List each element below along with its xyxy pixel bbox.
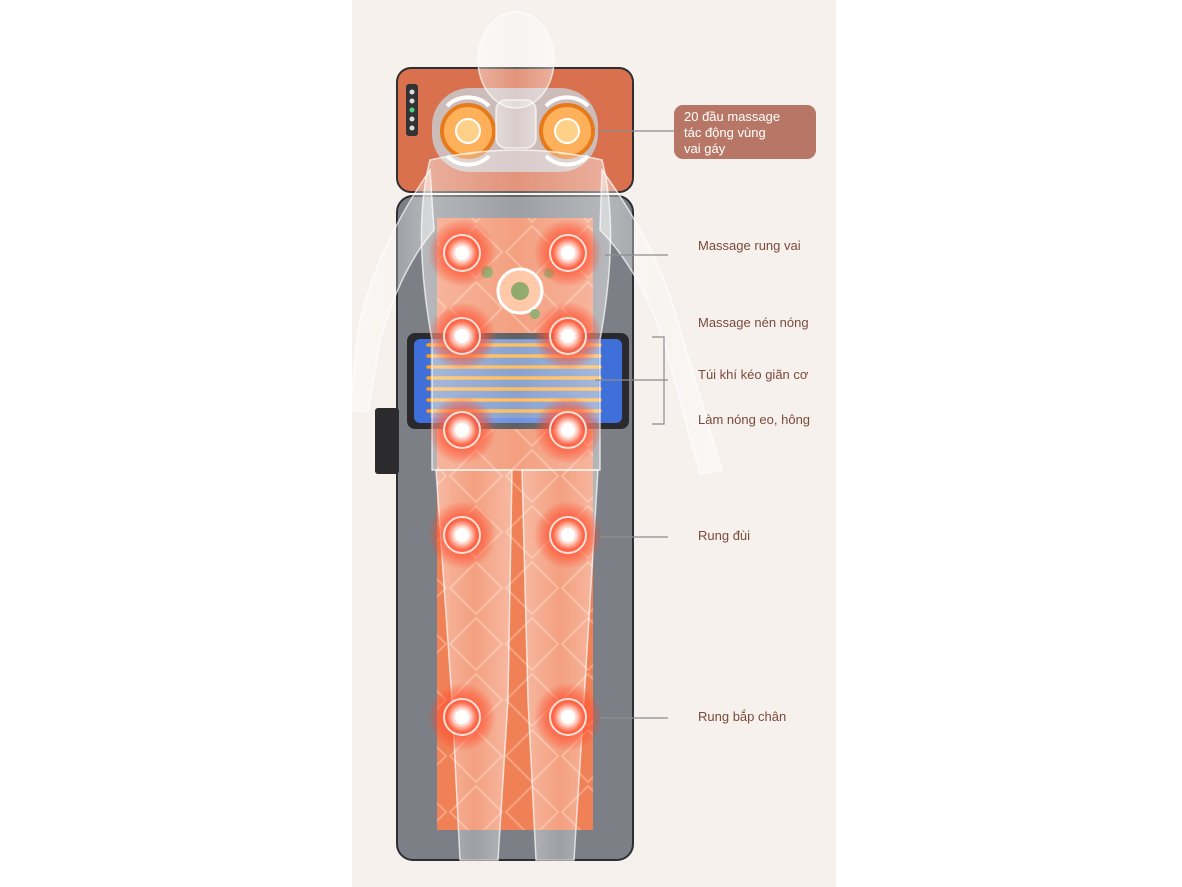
glowing-vibration-node-icon (534, 501, 602, 569)
callout-line-2: tác động vùng (684, 125, 766, 140)
leader-lines (595, 130, 674, 719)
vibration-nodes (428, 219, 602, 751)
label-air-bag: Túi khí kéo giãn cơ (698, 367, 809, 382)
glowing-vibration-node-icon (534, 396, 602, 464)
glowing-vibration-node-icon (428, 302, 496, 370)
label-waist-heat: Làm nóng eo, hông (698, 412, 811, 427)
neck-shoulder-callout: 20 đầu massage tác động vùng vai gáy (674, 105, 816, 159)
rotating-massage-roller-icon (440, 95, 595, 167)
glowing-vibration-node-icon (534, 302, 602, 370)
label-thigh-vibration: Rung đùi (698, 528, 751, 543)
callout-line-3: vai gáy (684, 141, 726, 156)
glowing-vibration-node-icon (428, 501, 496, 569)
glowing-vibration-node-icon (428, 219, 496, 287)
callout-line-1: 20 đầu massage (684, 109, 781, 124)
glowing-vibration-node-icon (428, 396, 496, 464)
glowing-vibration-node-icon (428, 683, 496, 751)
remote-controller-icon (406, 84, 418, 136)
controller-pocket (375, 408, 399, 474)
glowing-vibration-node-icon (534, 683, 602, 751)
glowing-vibration-node-icon (534, 219, 602, 287)
label-shoulder-vibration: Massage rung vai (698, 238, 801, 253)
label-calf-vibration: Rung bắp chân (698, 709, 787, 724)
label-hot-stone: Massage nén nóng (698, 315, 809, 330)
